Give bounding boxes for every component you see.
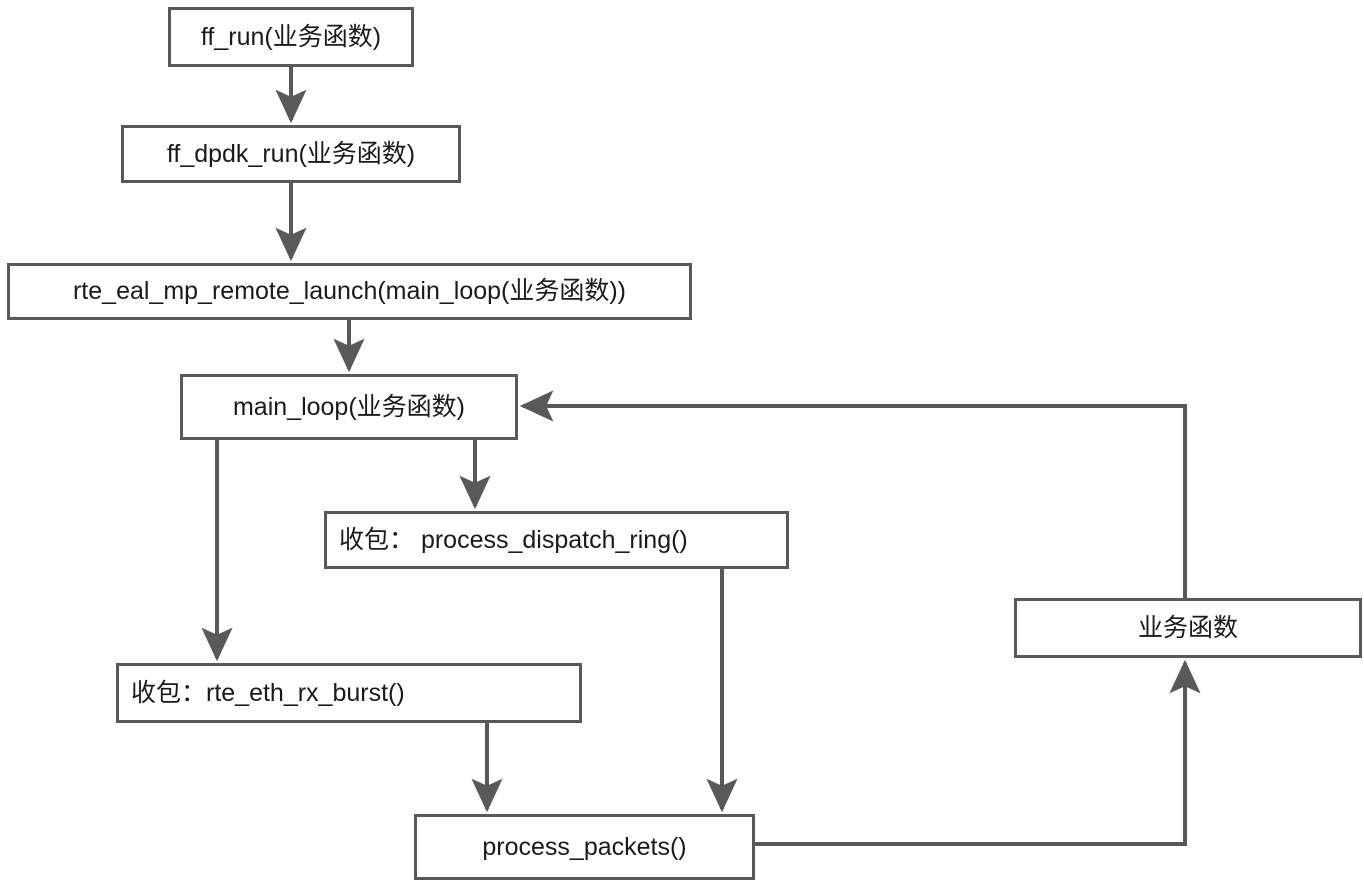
edge-business-function-to-main-loop [519,390,1187,598]
node-rte-eth-rx-burst[interactable]: 收包：rte_eth_rx_burst() [116,663,582,723]
node-process-packets[interactable]: process_packets() [414,814,755,880]
node-process-dispatch-ring[interactable]: 收包： process_dispatch_ring() [324,511,789,569]
node-business-function-label: 业务函数 [1137,613,1238,642]
edge-process-packets-to-business-function [755,659,1201,846]
node-ff-dpdk-run-label: ff_dpdk_run(业务函数) [166,139,416,168]
node-ff-run-label: ff_run(业务函数) [200,22,382,51]
node-rte-eal-mp-remote-launch-label: rte_eal_mp_remote_launch(main_loop(业务函数)… [72,277,626,306]
node-process-dispatch-ring-label: 收包： process_dispatch_ring() [339,525,688,554]
node-ff-dpdk-run[interactable]: ff_dpdk_run(业务函数) [121,125,461,183]
node-business-function[interactable]: 业务函数 [1014,598,1362,658]
node-main-loop-label: main_loop(业务函数) [232,392,465,421]
node-main-loop[interactable]: main_loop(业务函数) [180,374,518,440]
node-rte-eal-mp-remote-launch[interactable]: rte_eal_mp_remote_launch(main_loop(业务函数)… [7,263,692,320]
node-process-packets-label: process_packets() [482,832,687,861]
node-rte-eth-rx-burst-label: 收包：rte_eth_rx_burst() [131,678,405,707]
node-ff-run[interactable]: ff_run(业务函数) [168,7,414,67]
